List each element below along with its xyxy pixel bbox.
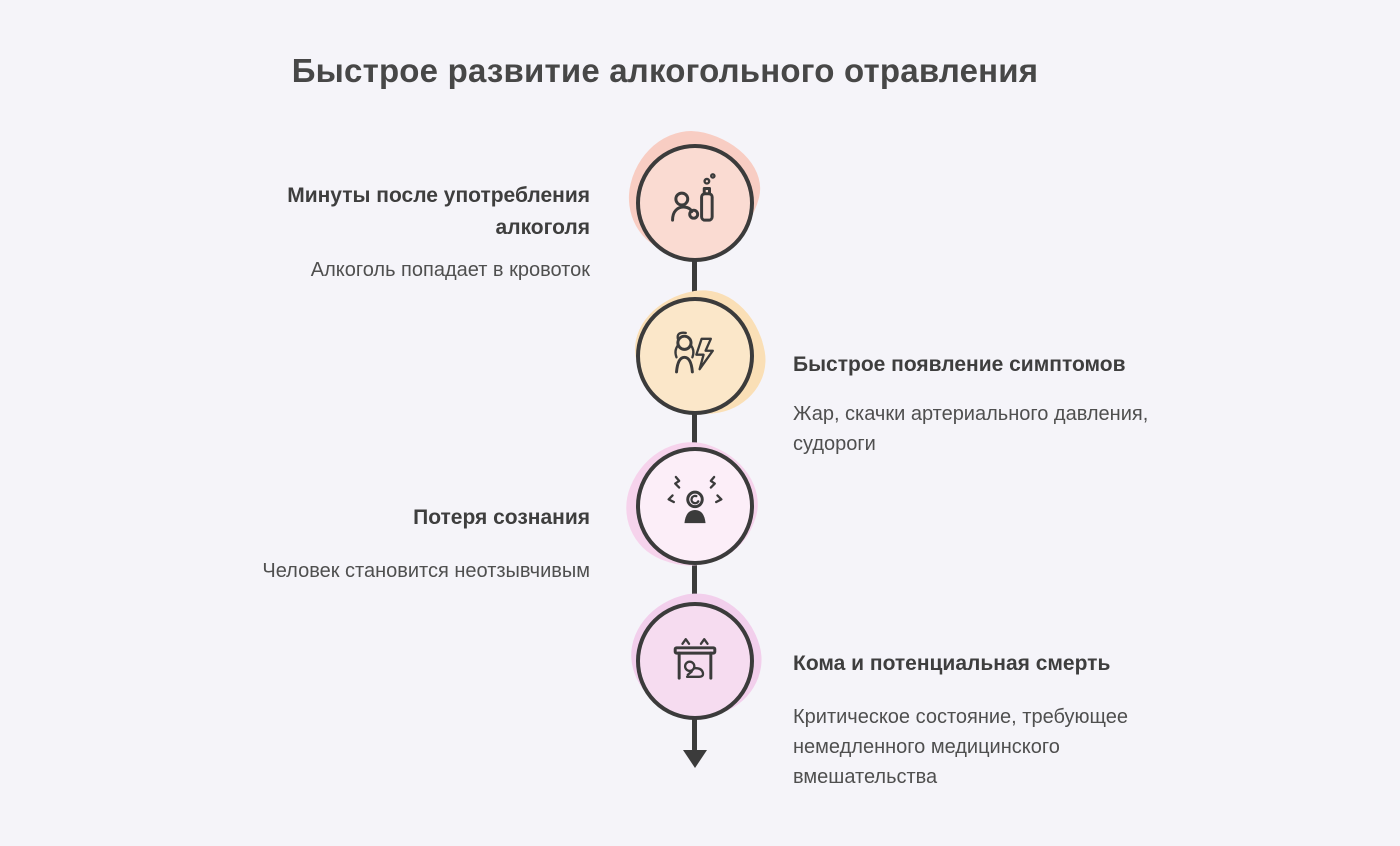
- person-drinking-icon: [671, 173, 716, 222]
- step-title-2: Быстрое появление симптомов: [793, 353, 1126, 376]
- step-text-2: Быстрое появление симптомов Жар, скачки …: [793, 349, 1213, 459]
- person-lightning-icon: [674, 331, 714, 374]
- step-title-3: Потеря сознания: [413, 506, 590, 529]
- step-text-3: Потеря сознания Человек становится неотз…: [160, 502, 590, 586]
- step-description-3: Человек становится неотзывчивым: [262, 559, 590, 582]
- step-circle-3: [636, 447, 754, 565]
- step-description-4: Критическое состояние, требующее немедле…: [793, 705, 1128, 788]
- step-description-2: Жар, скачки артериального давления, судо…: [793, 402, 1149, 455]
- step-text-1: Минуты после употребления алкоголя Алког…: [250, 180, 590, 285]
- step-title-1: Минуты после употребления алкоголя: [287, 184, 590, 239]
- person-under-table-icon: [673, 638, 717, 680]
- step-circle-1: [636, 144, 754, 262]
- timeline-node-4: [617, 578, 775, 734]
- dizzy-person-icon: [667, 475, 723, 524]
- step-text-4: Кома и потенциальная смерть Критическое …: [793, 648, 1193, 792]
- step-title-4: Кома и потенциальная смерть: [793, 652, 1111, 675]
- timeline-node-2: [626, 280, 774, 426]
- timeline-node-3: [609, 423, 775, 587]
- timeline-node-1: [616, 118, 772, 270]
- step-circle-2: [636, 297, 754, 415]
- arrow-down-icon: [683, 750, 707, 768]
- page-title: Быстрое развитие алкогольного отравления: [291, 52, 1039, 89]
- step-description-1: Алкоголь попадает в кровоток: [310, 259, 590, 281]
- step-circle-4: [636, 602, 754, 720]
